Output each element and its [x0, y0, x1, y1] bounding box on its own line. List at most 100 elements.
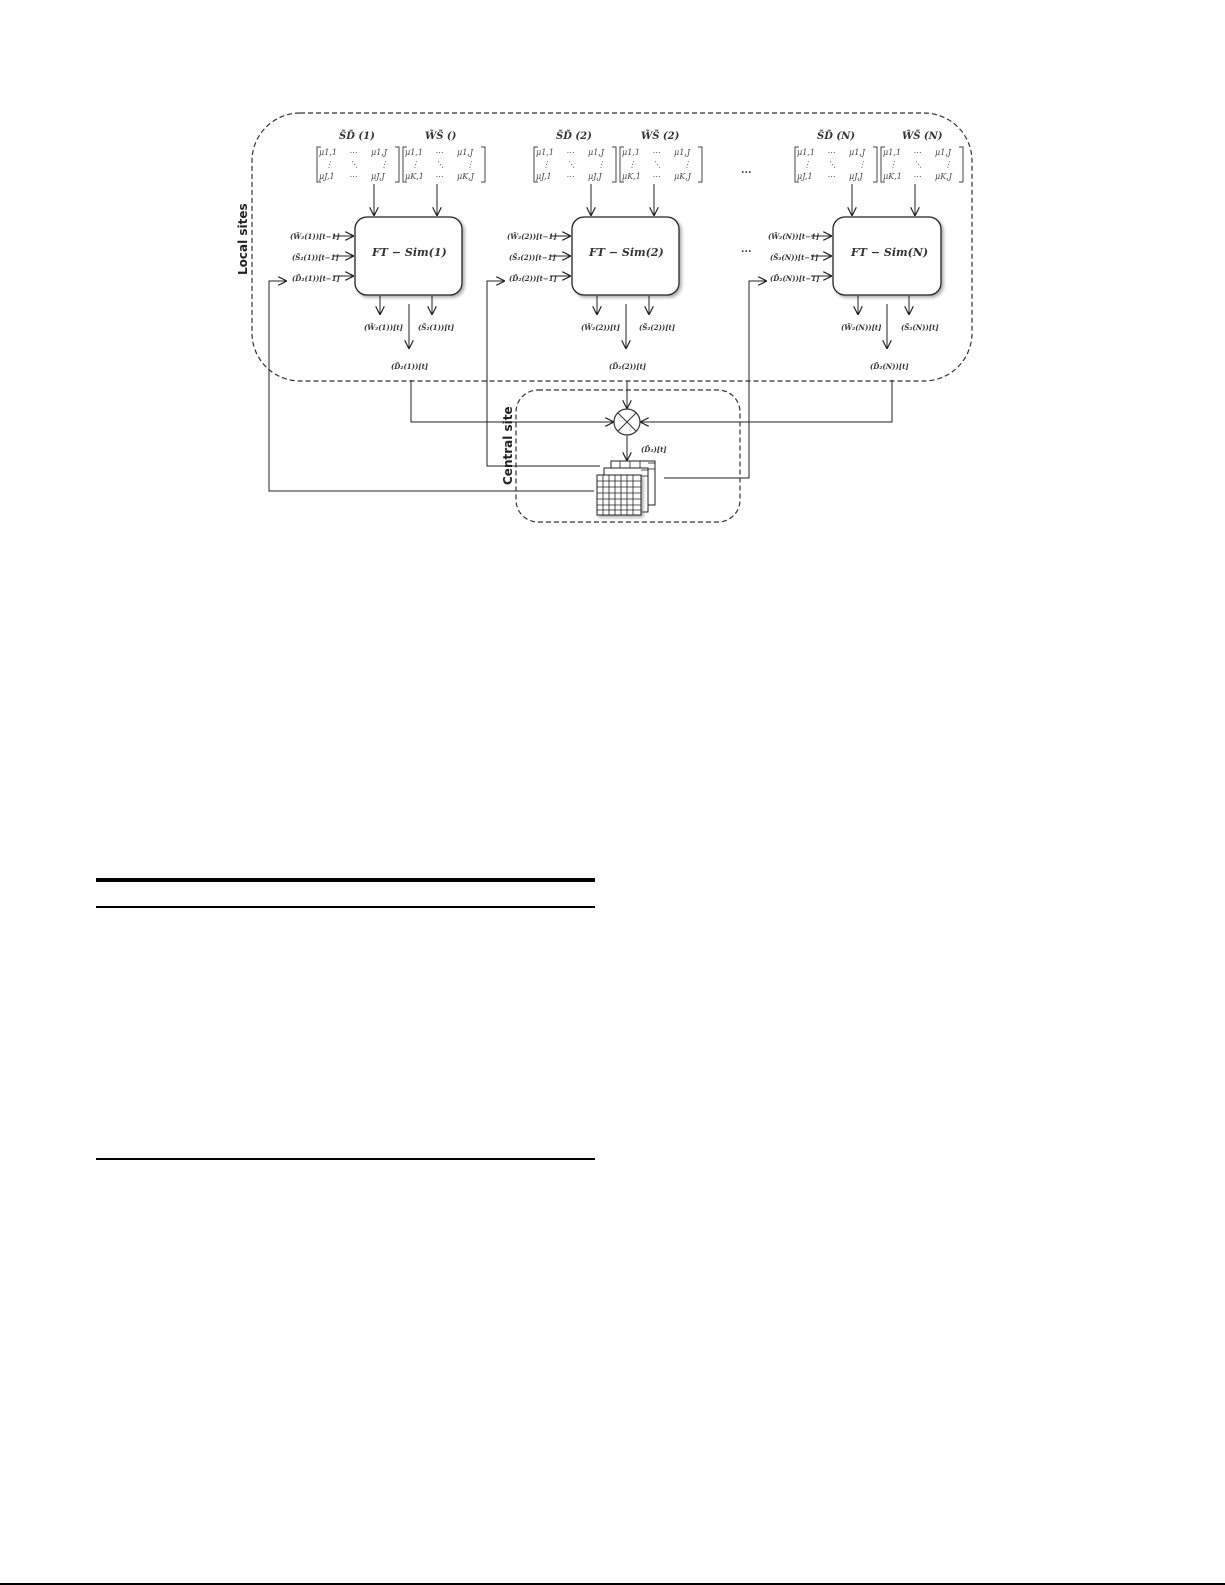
connector-siteN-to-aggregator [641, 380, 893, 422]
svg-text:μK,J: μK,J [674, 172, 692, 181]
svg-text:μJ,J: μJ,J [371, 172, 385, 181]
output-w: (W̃₂(1))[t] [364, 323, 404, 332]
matrix-stack-icon [596, 460, 656, 516]
input-s: (S̃₂(1))[t−1] [292, 253, 340, 262]
input-d: (D̃₂(N))[t−1] [770, 274, 820, 283]
local-sites-container [251, 112, 973, 382]
ws-matrix: μ1,1 ⋯ μ1,J ⋮ ⋱ ⋮ μK,1 ⋯ μK,J [402, 146, 486, 183]
svg-text:μ1,1: μ1,1 [405, 148, 423, 157]
svg-text:⋯: ⋯ [827, 172, 835, 181]
sd-label: S̃D̃ (2) [556, 130, 592, 142]
page-bottom-bar [0, 1583, 1225, 1585]
svg-text:μK,1: μK,1 [622, 172, 641, 181]
connector-site1-to-aggregator [410, 380, 613, 422]
svg-text:⋮: ⋮ [889, 160, 897, 169]
ws-label: W̃S̃ (N) [902, 130, 943, 142]
ws-label: W̃S̃ () [425, 130, 457, 142]
svg-text:⋮: ⋮ [858, 160, 866, 169]
svg-text:μ1,1: μ1,1 [622, 148, 640, 157]
svg-text:⋯: ⋯ [827, 148, 835, 157]
feedback-to-site2 [486, 281, 600, 467]
svg-text:⋱: ⋱ [436, 160, 444, 169]
input-w: (W̃₂(2))[t−1] [507, 232, 557, 241]
svg-text:μ1,J: μ1,J [371, 148, 388, 157]
site-n: S̃D̃ (N) W̃S̃ (N) μ1,1 ⋯ μ1,J ⋮ ⋱ ⋮ μJ,1… [768, 130, 964, 371]
ellipsis-top: ... [741, 165, 751, 176]
ws-label: W̃S̃ (2) [641, 130, 680, 142]
svg-text:⋮: ⋮ [803, 160, 811, 169]
central-site-label: Central site [501, 406, 515, 485]
site-2: S̃D̃ (2) W̃S̃ (2) μ1,1 ⋯ μ1,J ⋮ ⋱ ⋮ μJ,1… [507, 130, 703, 371]
federated-ft-sim-diagram: Local sites Central site S̃D̃ (1) W̃S̃ (… [236, 112, 973, 523]
svg-text:μJ,1: μJ,1 [319, 172, 335, 181]
local-sites-label: Local sites [236, 203, 250, 275]
ws-matrix: μ1,1 ⋯ μ1,J ⋮ ⋱ ⋮ μK,1 ⋯ μK,J [619, 146, 703, 183]
svg-text:μ1,1: μ1,1 [883, 148, 901, 157]
svg-text:μ1,1: μ1,1 [797, 148, 815, 157]
input-d: (D̃₂(2))[t−1] [509, 274, 558, 283]
svg-text:⋱: ⋱ [567, 160, 575, 169]
svg-text:FT − Sim(N): FT − Sim(N) [850, 246, 928, 259]
svg-text:μJ,1: μJ,1 [797, 172, 813, 181]
svg-text:⋮: ⋮ [944, 160, 952, 169]
svg-text:μK,J: μK,J [935, 172, 953, 181]
sd-matrix: μ1,1 ⋯ μ1,J ⋮ ⋱ ⋮ μJ,1 ⋯ μJ,J [533, 146, 617, 183]
svg-text:μJ,J: μJ,J [849, 172, 863, 181]
ft-sim-box [832, 216, 942, 296]
ft-sim-box [571, 216, 680, 296]
input-w: (W̃₂(1))[t−1] [290, 232, 340, 241]
svg-text:μ1,J: μ1,J [588, 148, 605, 157]
svg-text:μ1,J: μ1,J [457, 148, 474, 157]
table-top-rule [96, 878, 595, 882]
output-w: (W̃₂(N))[t] [841, 323, 882, 332]
output-w: (W̃₂(2))[t] [581, 323, 621, 332]
table-header-rule [96, 906, 595, 908]
svg-text:FT − Sim(2): FT − Sim(2) [588, 246, 664, 259]
svg-text:μ1,J: μ1,J [674, 148, 691, 157]
svg-text:⋯: ⋯ [913, 172, 921, 181]
svg-text:⋮: ⋮ [466, 160, 474, 169]
input-s: (S̃₂(N))[t−1] [770, 253, 819, 262]
feedback-to-siteN [664, 281, 766, 479]
svg-text:⋯: ⋯ [435, 172, 443, 181]
ft-sim-box [354, 216, 463, 296]
site-1: S̃D̃ (1) W̃S̃ () μ1,1 ⋯ μ1,J ⋮ ⋱ ⋮ μJ,1 … [290, 130, 486, 371]
table-bottom-rule [96, 1158, 595, 1160]
svg-text:⋮: ⋮ [597, 160, 605, 169]
output-s: (S̃₂(2))[t] [639, 323, 676, 332]
central-output-label: (D̃₂)[t] [641, 445, 667, 454]
svg-text:⋱: ⋱ [914, 160, 922, 169]
svg-text:μJ,J: μJ,J [588, 172, 602, 181]
svg-text:μK,1: μK,1 [883, 172, 902, 181]
svg-text:μ1,1: μ1,1 [319, 148, 337, 157]
svg-text:⋯: ⋯ [652, 148, 660, 157]
svg-text:⋮: ⋮ [325, 160, 333, 169]
output-d: (D̃₂(N))[t] [870, 362, 909, 371]
ellipsis-mid: ... [741, 244, 751, 255]
feedback-to-site1 [268, 281, 594, 492]
svg-text:⋮: ⋮ [542, 160, 550, 169]
svg-text:⋮: ⋮ [380, 160, 388, 169]
svg-text:μ1,J: μ1,J [849, 148, 866, 157]
svg-text:μ1,J: μ1,J [935, 148, 952, 157]
svg-text:⋯: ⋯ [913, 148, 921, 157]
svg-text:⋮: ⋮ [628, 160, 636, 169]
output-s: (S̃₂(N))[t] [901, 323, 939, 332]
input-w: (W̃₂(N))[t−1] [768, 232, 820, 241]
sd-label: S̃D̃ (N) [817, 130, 855, 142]
sd-matrix: μ1,1 ⋯ μ1,J ⋮ ⋱ ⋮ μJ,1 ⋯ μJ,J [316, 146, 400, 183]
svg-text:⋯: ⋯ [566, 172, 574, 181]
output-d: (D̃₂(2))[t] [609, 362, 647, 371]
svg-text:FT − Sim(1): FT − Sim(1) [371, 246, 447, 259]
input-d: (D̃₂(1))[t−1] [292, 274, 341, 283]
aggregator-icon [613, 408, 641, 436]
sd-label: S̃D̃ (1) [339, 130, 375, 142]
svg-text:μK,J: μK,J [457, 172, 475, 181]
svg-text:μJ,1: μJ,1 [536, 172, 552, 181]
svg-text:⋯: ⋯ [566, 148, 574, 157]
svg-text:⋮: ⋮ [411, 160, 419, 169]
svg-text:⋮: ⋮ [683, 160, 691, 169]
svg-text:⋯: ⋯ [349, 172, 357, 181]
svg-text:⋯: ⋯ [652, 172, 660, 181]
svg-text:μ1,1: μ1,1 [536, 148, 554, 157]
